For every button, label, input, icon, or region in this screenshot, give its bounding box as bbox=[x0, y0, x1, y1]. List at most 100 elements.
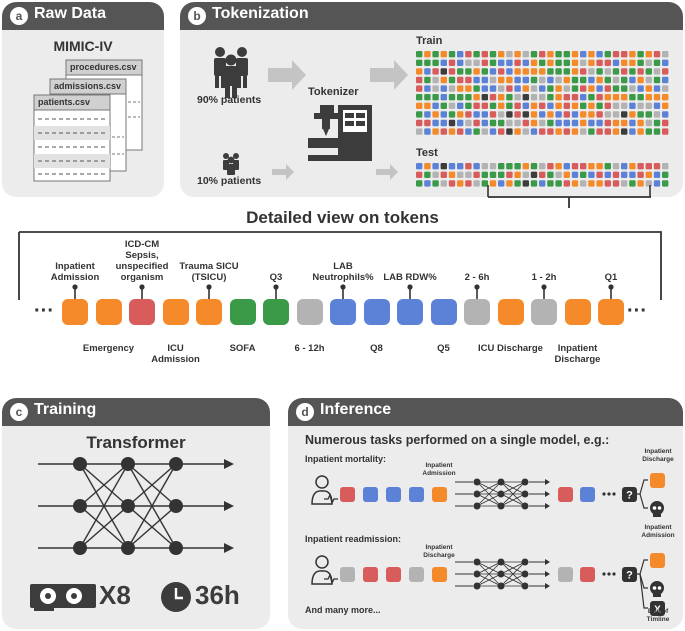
inference-token bbox=[363, 487, 378, 502]
token-cell bbox=[440, 111, 447, 118]
token-cell bbox=[539, 68, 546, 75]
token-cell bbox=[555, 94, 562, 101]
file-label-patients: patients.csv bbox=[38, 97, 91, 107]
token-cell bbox=[416, 94, 423, 101]
token-cell bbox=[629, 94, 636, 101]
nn-node bbox=[121, 457, 135, 471]
token-cell bbox=[481, 180, 488, 187]
detail-token bbox=[196, 299, 222, 325]
token-cell bbox=[424, 85, 431, 92]
token-cell bbox=[489, 171, 497, 178]
nn-node bbox=[169, 541, 183, 555]
token-cell bbox=[604, 102, 611, 109]
token-cell bbox=[481, 171, 488, 178]
token-cell bbox=[473, 128, 480, 135]
token-cell bbox=[547, 163, 554, 170]
token-cell bbox=[481, 59, 488, 66]
token-cell bbox=[588, 111, 595, 118]
token-cell bbox=[645, 68, 652, 75]
token-cell bbox=[621, 94, 628, 101]
token-cell bbox=[547, 102, 554, 109]
token-cell bbox=[440, 163, 447, 170]
token-cell bbox=[489, 111, 497, 118]
token-cell bbox=[571, 180, 579, 187]
token-cell bbox=[621, 119, 628, 127]
token-cell bbox=[514, 94, 521, 101]
token-cell bbox=[457, 128, 464, 135]
token-cell bbox=[629, 51, 636, 58]
token-cell bbox=[465, 102, 472, 109]
token-cell bbox=[489, 68, 497, 75]
token-cell bbox=[588, 119, 595, 127]
panel-badge: d bbox=[296, 403, 314, 421]
nn-node bbox=[73, 541, 87, 555]
token-cell bbox=[465, 85, 472, 92]
arrow-to-tokenizer-test bbox=[272, 164, 294, 180]
token-cell bbox=[440, 68, 447, 75]
token-cell bbox=[514, 163, 521, 170]
token-cell bbox=[662, 171, 669, 178]
token-cell bbox=[662, 85, 669, 92]
token-cell bbox=[563, 51, 570, 58]
token-cell bbox=[424, 102, 431, 109]
token-cell bbox=[465, 59, 472, 66]
inference-illustration: ??X bbox=[311, 473, 665, 616]
token-cell bbox=[653, 59, 661, 66]
token-cell bbox=[563, 128, 570, 135]
tokenizer-label: Tokenizer bbox=[308, 86, 359, 98]
token-cell bbox=[506, 51, 513, 58]
token-cell bbox=[588, 76, 595, 84]
token-cell bbox=[612, 119, 620, 127]
end-of-timeline-x: X bbox=[654, 605, 661, 616]
token-cell bbox=[662, 76, 669, 84]
test-split-label: 10% patients bbox=[197, 175, 262, 187]
token-cell bbox=[489, 163, 497, 170]
inference-token bbox=[432, 487, 447, 502]
token-cell bbox=[432, 119, 439, 127]
token-cell bbox=[522, 94, 529, 101]
token-cell bbox=[580, 85, 587, 92]
tokenizer-machine-icon bbox=[308, 105, 372, 161]
token-cell bbox=[571, 51, 579, 58]
detail-token bbox=[497, 299, 524, 325]
token-cell bbox=[547, 76, 554, 84]
token-cell bbox=[416, 180, 423, 187]
token-cell bbox=[563, 180, 570, 187]
token-cell bbox=[604, 171, 611, 178]
token-cell bbox=[571, 68, 579, 75]
question-mark: ? bbox=[626, 490, 633, 502]
nn-node bbox=[73, 499, 87, 513]
token-cell bbox=[637, 102, 644, 109]
panel-inference: d Inference Numerous tasks performed on … bbox=[288, 398, 683, 629]
token-cell bbox=[448, 102, 456, 109]
token-cell bbox=[612, 94, 620, 101]
token-cell bbox=[555, 51, 562, 58]
token-cell bbox=[588, 85, 595, 92]
token-cell bbox=[662, 68, 669, 75]
token-cell bbox=[571, 102, 579, 109]
token-cell bbox=[563, 76, 570, 84]
token-cell bbox=[514, 119, 521, 127]
token-cell bbox=[448, 51, 456, 58]
token-cell bbox=[440, 102, 447, 109]
token-cell bbox=[514, 51, 521, 58]
arrow-to-test bbox=[376, 164, 398, 180]
token-cell bbox=[473, 171, 480, 178]
token-cell bbox=[473, 85, 480, 92]
token-cell bbox=[424, 111, 431, 118]
token-cell bbox=[571, 85, 579, 92]
token-cell bbox=[555, 180, 562, 187]
token-cell bbox=[522, 180, 529, 187]
token-cell bbox=[563, 68, 570, 75]
gpu-count: X8 bbox=[99, 580, 131, 610]
token-cell bbox=[555, 76, 562, 84]
panel-title: Raw Data bbox=[34, 5, 107, 22]
token-cell bbox=[506, 85, 513, 92]
detail-token bbox=[598, 299, 624, 325]
token-cell bbox=[596, 128, 603, 135]
inference-token bbox=[558, 567, 573, 582]
token-cell bbox=[580, 102, 587, 109]
detail-token bbox=[363, 299, 390, 325]
token-cell bbox=[432, 171, 439, 178]
token-cell bbox=[457, 59, 464, 66]
